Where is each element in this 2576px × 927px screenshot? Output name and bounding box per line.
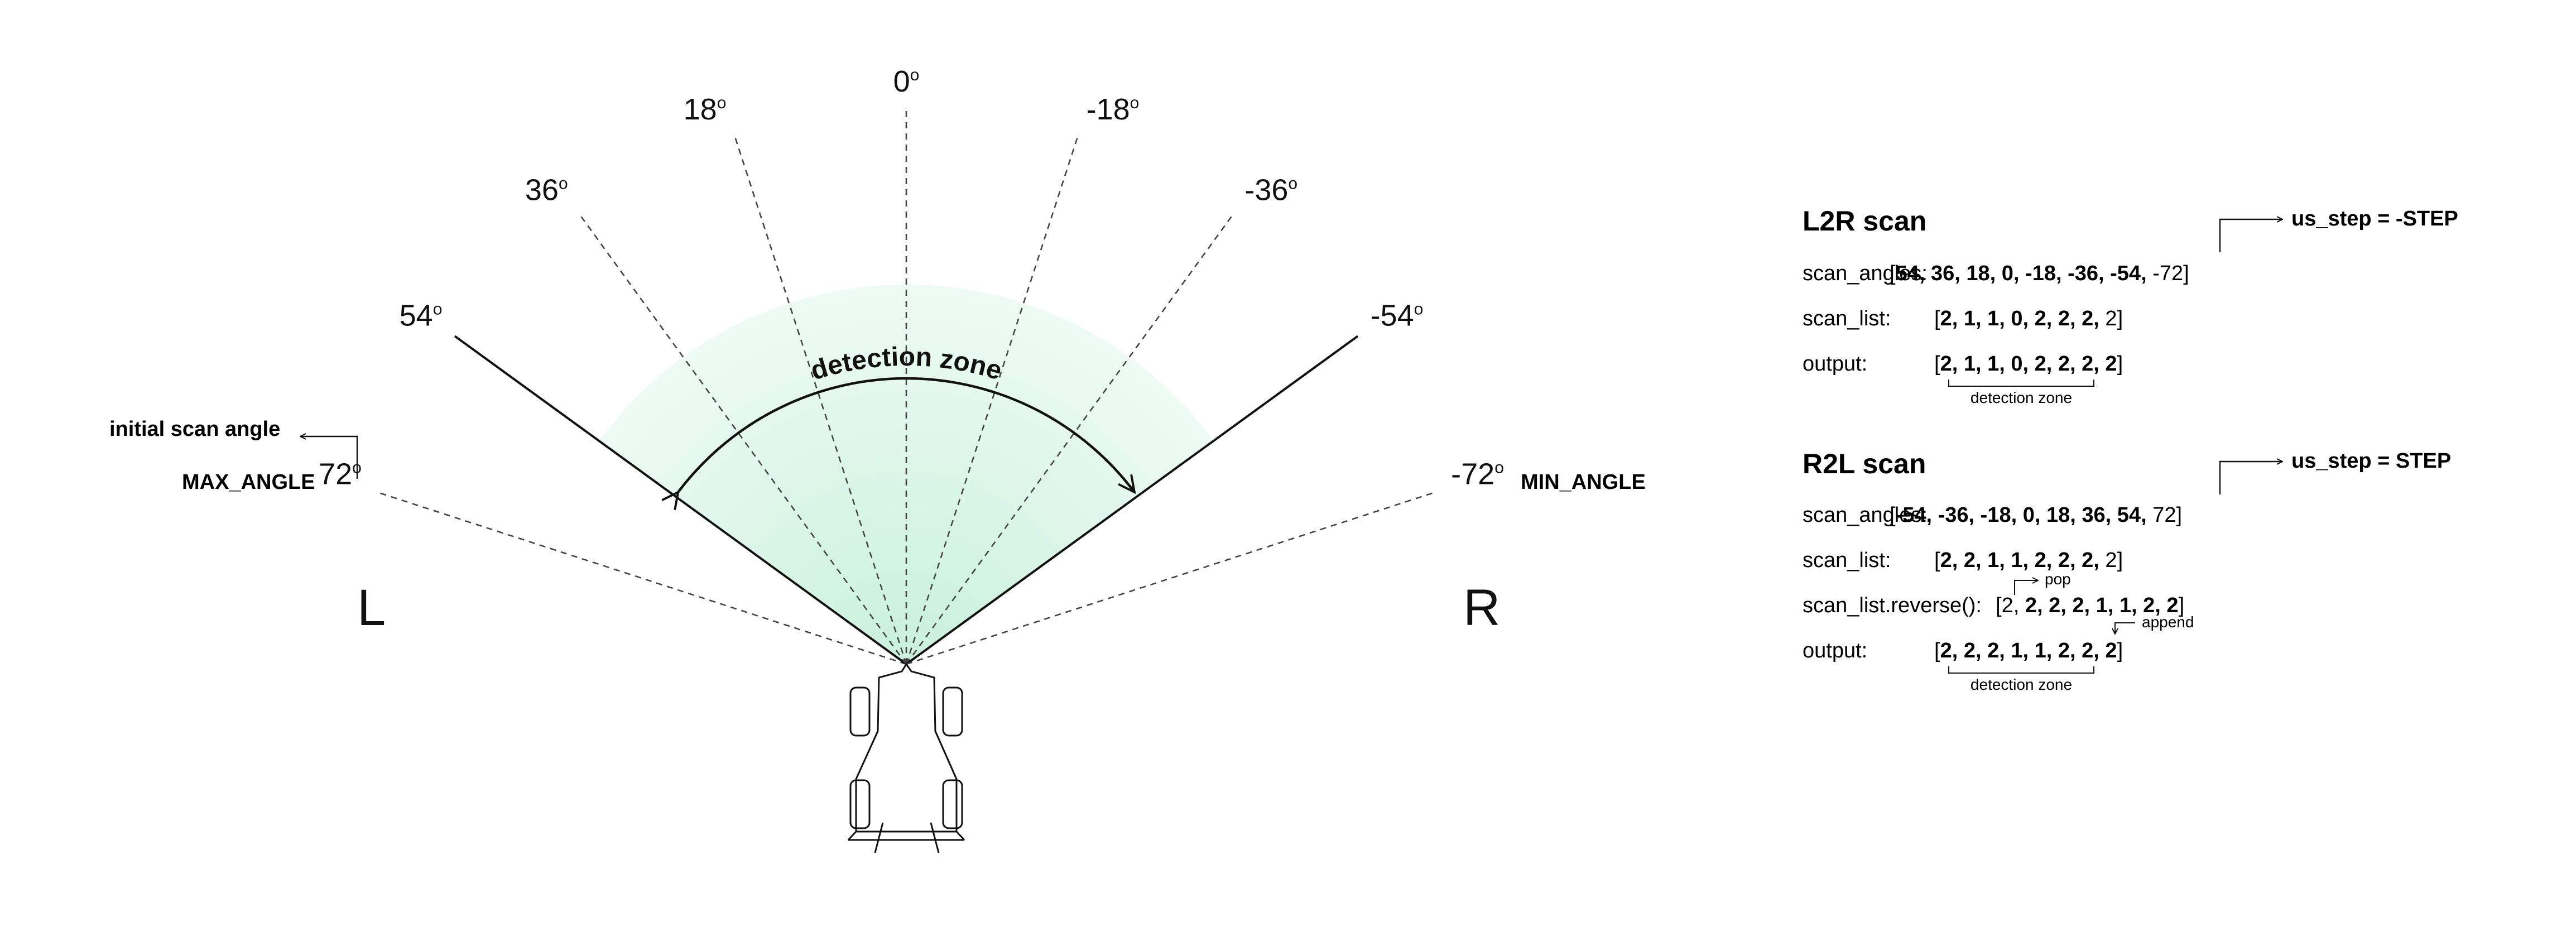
l2r-step-note: us_step = -STEP <box>2291 207 2458 230</box>
min-angle-label: MIN_ANGLE <box>1521 470 1646 494</box>
r2l-panel: R2L scan us_step = STEP scan_angles: [-5… <box>1803 448 2451 693</box>
r2l-output-values: [2, 2, 2, 1, 1, 2, 2, 2] <box>1934 639 2123 662</box>
l2r-scan-list-label: scan_list: <box>1803 307 1891 330</box>
r2l-step-note: us_step = STEP <box>2291 449 2451 473</box>
angle-label-54: 54o <box>400 299 443 333</box>
scan-ray--72 <box>906 491 1438 665</box>
r2l-zone-caption: detection zone <box>1971 676 2072 693</box>
l2r-scan-angles-values: [54, 36, 18, 0, -18, -36, -54, -72] <box>1890 262 2189 285</box>
scan-ray-36 <box>578 212 907 665</box>
append-label: append <box>2142 613 2194 631</box>
l2r-step-arrow <box>2219 219 2282 252</box>
l2r-zone-caption: detection zone <box>1971 389 2072 406</box>
scan-ray-18 <box>733 133 907 665</box>
scan-ray--36 <box>905 212 1235 665</box>
r2l-title: R2L scan <box>1803 448 1926 479</box>
angle-label-18: 18o <box>684 93 727 126</box>
angle-label-72: 72o <box>319 457 362 491</box>
r2l-step-arrow <box>2219 462 2282 494</box>
initial-scan-angle-label: initial scan angle <box>109 417 280 441</box>
angle-label--72: -72o <box>1451 457 1504 491</box>
pop-label: pop <box>2045 570 2071 588</box>
l2r-output-values: [2, 1, 1, 0, 2, 2, 2, 2] <box>1934 352 2123 376</box>
l2r-title: L2R scan <box>1803 205 1926 237</box>
left-label: L <box>357 579 386 636</box>
max-angle-label: MAX_ANGLE <box>182 470 315 494</box>
r2l-scan-list-label: scan_list: <box>1803 549 1891 572</box>
detection-zone-arc <box>678 377 1135 492</box>
scan-ray--18 <box>905 133 1080 665</box>
scan-ray-72 <box>375 491 907 665</box>
l2r-scan-list-values: [2, 1, 1, 0, 2, 2, 2, 2] <box>1934 307 2123 330</box>
r2l-output-label: output: <box>1803 639 1867 662</box>
l2r-scan-angles-label: scan_angles: <box>1803 262 1928 285</box>
append-arrow <box>2115 622 2135 634</box>
r2l-scan-angles-values: [-54, -36, -18, 0, 18, 36, 54, 72] <box>1890 503 2182 527</box>
l2r-zone-bracket <box>1948 380 2094 387</box>
angle-label-0: 0o <box>893 65 920 98</box>
pop-arrow <box>2014 580 2038 595</box>
right-label: R <box>1463 579 1500 636</box>
r2l-scan-angles-label: scan_angles: <box>1803 503 1928 527</box>
r2l-reverse-label: scan_list.reverse(): <box>1803 594 1982 617</box>
l2r-output-label: output: <box>1803 352 1867 376</box>
l2r-panel: L2R scan us_step = -STEP scan_angles: [5… <box>1803 205 2458 406</box>
r2l-zone-bracket <box>1948 666 2094 674</box>
r2l-reverse-values: [2, 2, 2, 2, 1, 1, 2, 2] <box>1996 594 2184 617</box>
angle-label-36: 36o <box>525 173 568 206</box>
angle-label--54: -54o <box>1371 299 1424 333</box>
r2l-scan-list-values: [2, 2, 1, 1, 2, 2, 2, 2] <box>1934 549 2123 572</box>
car-icon <box>847 662 965 853</box>
angle-label--18: -18o <box>1087 93 1140 126</box>
angle-label--36: -36o <box>1244 173 1297 206</box>
angle-labels: 72o 54o 36o 18o 0o -18o -36o -54o -72o <box>319 65 1504 491</box>
initial-scan-arrow <box>300 436 358 479</box>
